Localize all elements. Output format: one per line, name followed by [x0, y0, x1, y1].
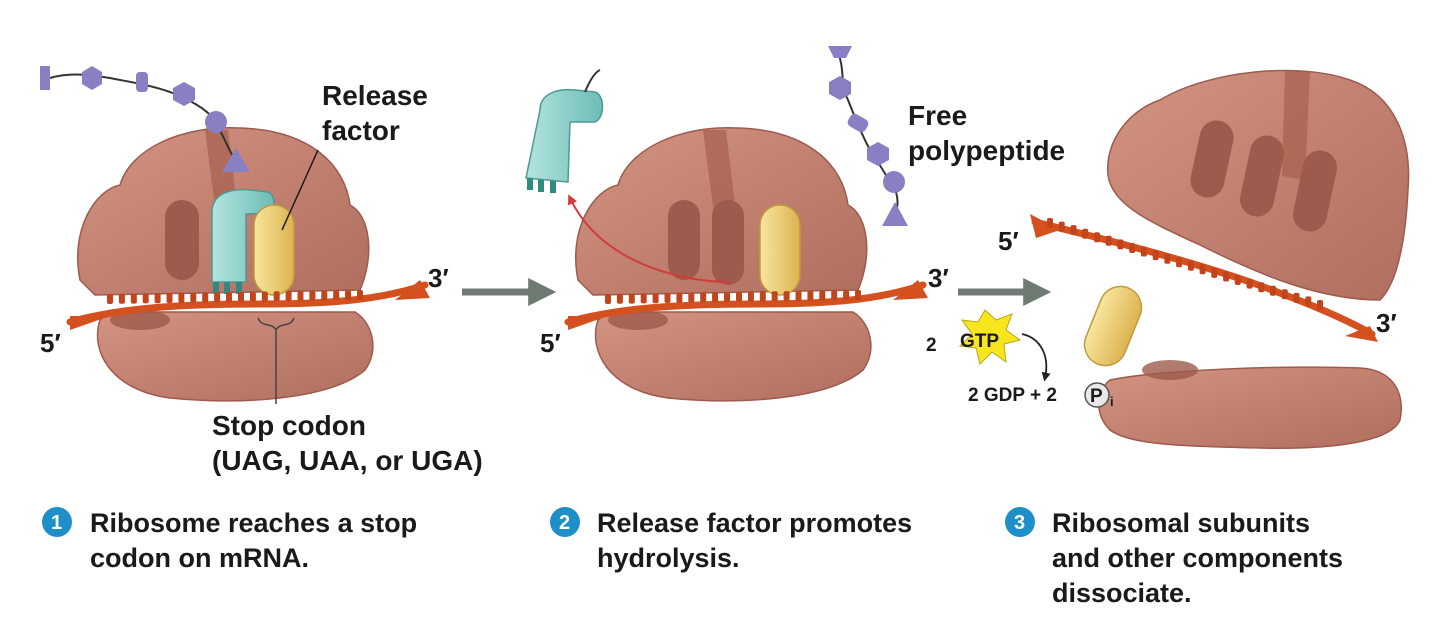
step-2-text-line1: Release factor promotes [597, 508, 912, 538]
five-prime-label: 5′ [540, 328, 561, 358]
release-factor-pointer [281, 149, 319, 231]
small-subunit [96, 311, 374, 402]
released-trna [525, 88, 604, 183]
subunit-bump [608, 310, 668, 330]
e-site [668, 200, 700, 280]
step-2-caption: 2 Release factor promotes hydrolysis. [550, 507, 912, 573]
three-prime-label: 3′ [928, 263, 949, 293]
step-2-number: 2 [559, 512, 570, 534]
stop-codon-bracket [257, 317, 295, 404]
free-polypeptide-label: Free [908, 100, 967, 131]
mrna-codon-bumps [605, 290, 861, 304]
subunit-bump [1142, 360, 1198, 380]
phosphate-symbol [1084, 382, 1110, 408]
step-2-badge [550, 507, 580, 537]
stop-codon-label: Stop codon [212, 410, 366, 441]
step-2-text-line2: hydrolysis. [597, 543, 740, 573]
step-1-text-line1: Ribosome reaches a stop [90, 508, 417, 538]
release-factor [253, 204, 295, 296]
hydrolysis-arrow [1021, 333, 1051, 382]
mrna-strand [66, 281, 429, 326]
subunit-bump [110, 310, 170, 330]
panel-1-ribosome-at-stop-codon: Release factor 3′ 5′ Stop codon (UAG, UA… [40, 66, 483, 476]
stop-codon-types-label: (UAG, UAA, or UGA) [212, 445, 483, 476]
free-polypeptide-label-line2: polypeptide [908, 135, 1065, 166]
small-subunit [594, 311, 872, 402]
polypeptide-chain [40, 66, 250, 172]
phosphate-label: P [1090, 386, 1103, 407]
step-1-badge [42, 507, 72, 537]
three-prime-label: 3′ [1376, 308, 1397, 338]
release-factor-free [1083, 285, 1143, 367]
step-1-caption: 1 Ribosome reaches a stop codon on mRNA. [42, 507, 417, 573]
step-1-number: 1 [51, 512, 62, 534]
step-1-text-line2: codon on mRNA. [90, 543, 309, 573]
step-3-text-line3: dissociate. [1052, 578, 1192, 608]
gtp-label: GTP [960, 331, 999, 352]
anticodon-teeth [213, 282, 242, 294]
step-3-number: 3 [1014, 512, 1025, 534]
anticodon-teeth [527, 178, 556, 193]
panel-2-hydrolysis: Free polypeptide 3′ 5′ [525, 46, 1065, 402]
free-polypeptide [828, 46, 908, 226]
release-factor-label-line2: factor [322, 115, 400, 146]
panel-3-dissociation: 2 GTP 2 GDP + 2 P i 5′ 3′ [926, 69, 1410, 449]
three-prime-label: 3′ [428, 263, 449, 293]
five-prime-label: 5′ [998, 226, 1019, 256]
step-3-badge [1005, 507, 1035, 537]
mrna-codon-bumps [1047, 218, 1323, 310]
small-subunit-free [1098, 366, 1402, 449]
five-prime-label: 5′ [40, 328, 61, 358]
mrna-strand [564, 281, 927, 326]
step-3-caption: 3 Ribosomal subunits and other component… [1005, 507, 1343, 608]
phosphate-subscript: i [1110, 394, 1114, 409]
e-site [165, 200, 199, 280]
step-3-text-line2: and other components [1052, 543, 1343, 573]
release-factor-label: Release [322, 80, 428, 111]
gtp-star [958, 309, 1022, 365]
step-3-text-line1: Ribosomal subunits [1052, 508, 1310, 538]
gtp-count-label: 2 [926, 335, 937, 356]
p-site [712, 200, 744, 285]
trna-exit-arrow [568, 194, 731, 283]
gdp-label: 2 GDP + 2 [968, 385, 1057, 406]
mrna-codon-bumps [107, 290, 363, 304]
release-factor [759, 204, 801, 296]
mrna-strand-free [1031, 218, 1376, 338]
